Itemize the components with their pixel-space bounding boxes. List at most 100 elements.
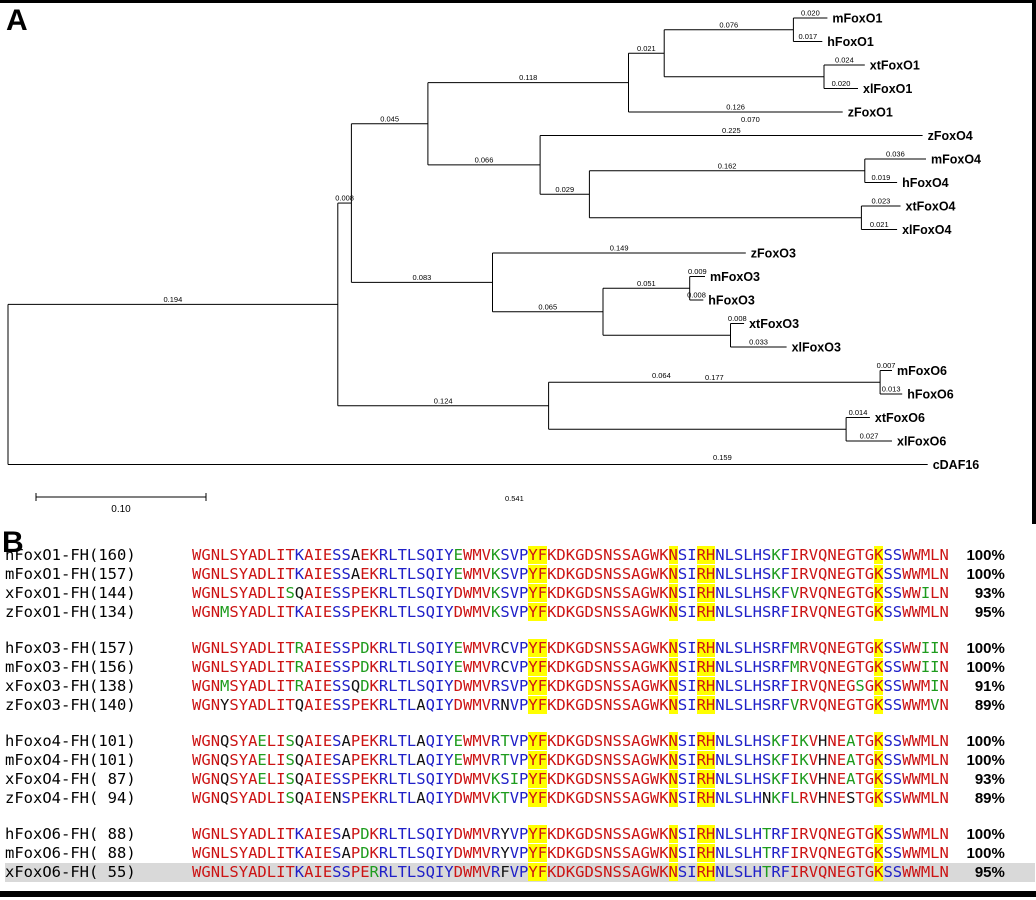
sequence: WGNMSYADLITKAIESSPEKRLTLSQIYDWMVKSVPYFKD… — [192, 603, 949, 621]
sequence: WGNLSYADLITKAIESSPERRLTLSQIYDWMVRFVPYFKD… — [192, 863, 949, 881]
taxon-label: xlFoxO1 — [863, 82, 912, 96]
alignment-row: xFoxO1-FH(144) WGNLSYADLISQAIESSPEKRLTLSQ… — [5, 584, 1035, 603]
sequence: WGNLSYADLISQAIESSPEKRLTLSQIYDWMVKSVPYFKD… — [192, 584, 949, 602]
branch-length-label: 0.118 — [519, 73, 537, 82]
sequence: WGNLSYADLITKAIESSAEKRLTLSQIYEWMVKSVPYFKD… — [192, 546, 949, 564]
taxon-label: xtFoxO1 — [870, 59, 920, 73]
taxon-label: mFoxO4 — [931, 153, 981, 167]
alignment-row: zFoxO4-FH( 94) WGNQSYADLISQAIENSPEKRLTLAQ… — [5, 789, 1035, 808]
sequence-label: xFoxO1-FH(144) — [5, 584, 136, 602]
branch-length-label: 0.019 — [872, 173, 891, 182]
sequence: WGNQSYADLISQAIENSPEKRLTLAQIYDWMVKTVPYFKD… — [192, 789, 949, 807]
branch-length-label: 0.027 — [860, 432, 879, 441]
taxon-label: xlFoxO3 — [792, 341, 841, 355]
branch-length-label: 0.020 — [801, 9, 820, 18]
branch-length-label: 0.023 — [872, 197, 891, 206]
branch-length-label: 0.008 — [335, 194, 354, 203]
alignment-row: mFoxO3-FH(156) WGNLSYADLITRAIESSPDKRLTLSQ… — [5, 658, 1035, 677]
branch-length-label: 0.066 — [475, 155, 494, 164]
branch-length-label: 0.162 — [718, 161, 737, 170]
branch-length-label: 0.029 — [555, 185, 574, 194]
panel-a-label: A — [6, 4, 28, 37]
branch-length-label: 0.194 — [164, 295, 183, 304]
sequence: WGNQSYAELISQAIESAPEKRLTLAQIYEWMVRTVPYFKD… — [192, 732, 949, 750]
branch-length-label: 0.024 — [835, 56, 854, 65]
sequence-label: zFoxO4-FH( 94) — [5, 789, 136, 807]
taxon-label: xtFoxO4 — [906, 200, 956, 214]
sequence-label: zFoxO3-FH(140) — [5, 696, 136, 714]
taxon-label: xlFoxO6 — [897, 435, 946, 449]
branch-length-label: 0.083 — [413, 273, 432, 282]
taxon-label: zFoxO3 — [751, 247, 796, 261]
branch-length-label: 0.033 — [749, 338, 768, 347]
alignment-group: hFoxO1-FH(160)WGNLSYADLITKAIESSAEKRLTLSQ… — [5, 546, 1035, 622]
identity-percent: 93% — [974, 771, 1005, 788]
branch-length-label: 0.541 — [505, 494, 524, 503]
panel-b-label: B — [2, 526, 24, 559]
taxon-label: mFoxO6 — [897, 364, 947, 378]
identity-percent: 100% — [966, 733, 1005, 750]
sequence-label: mFoxO3-FH(156) — [5, 658, 136, 676]
alignment-row: mFoxO6-FH( 88)WGNLSYADLITKAIESAPDKRLTLSQ… — [5, 844, 1035, 863]
alignment-row: zFoxO1-FH(134) WGNMSYADLITKAIESSPEKRLTLSQ… — [5, 603, 1035, 622]
bottom-border — [0, 891, 1036, 897]
sequence: WGNQSYAELISQAIESAPEKRLTLAQIYEWMVRTVPYFKD… — [192, 751, 949, 769]
alignment-row: mFoxO4-FH(101) WGNQSYAELISQAIESAPEKRLTLAQ… — [5, 751, 1035, 770]
alignment-row: zFoxO3-FH(140)WGNYSYADLITQAIESSPEKRLTLAQ… — [5, 696, 1035, 715]
sequence: WGNLSYADLITKAIESSAEKRLTLSQIYEWMVKSVPYFKD… — [192, 565, 949, 583]
alignment-row: hFoxO3-FH(157)WGNLSYADLITRAIESSPDKRLTLSQ… — [5, 639, 1035, 658]
sequence-label: mFoxO4-FH(101) — [5, 751, 136, 769]
sequence-label: hFoxO6-FH( 88) — [5, 825, 136, 843]
branch-length-label: 0.126 — [726, 103, 745, 112]
taxon-label: zFoxO4 — [928, 129, 973, 143]
taxon-label: hFoxO3 — [708, 294, 755, 308]
alignment-row: xFoxO3-FH(138)WGNMSYADLITRAIESSQDKRLTLSQ… — [5, 677, 1035, 696]
sequence: WGNLSYADLITKAIESAPDKRLTLSQIYDWMVRYVPYFKD… — [192, 844, 949, 862]
sequence: WGNLSYADLITRAIESSPDKRLTLSQIYEWMVRCVPYFKD… — [192, 658, 949, 676]
alignment-row: hFoxO6-FH( 88) WGNLSYADLITKAIESAPDKRLTLSQ… — [5, 825, 1035, 844]
branch-length-label: 0.149 — [610, 244, 629, 253]
alignment-row: mFoxO1-FH(157) WGNLSYADLITKAIESSAEKRLTLSQ… — [5, 565, 1035, 584]
taxon-label: hFoxO4 — [902, 176, 949, 190]
alignment-row: xFoxO4-FH( 87)WGNQSYAELISQAIESSPEKRLTLSQ… — [5, 770, 1035, 789]
sequence: WGNMSYADLITRAIESSQDKRLTLSQIYDWMVRSVPYFKD… — [192, 677, 949, 695]
branch-length-label: 0.021 — [870, 220, 889, 229]
alignment-row: hFoxO1-FH(160)WGNLSYADLITKAIESSAEKRLTLSQ… — [5, 546, 1035, 565]
sequence-label: mFoxO1-FH(157) — [5, 565, 136, 583]
branch-length-label: 0.124 — [434, 396, 453, 405]
taxon-label: xtFoxO3 — [749, 317, 799, 331]
branch-length-label: 0.017 — [798, 32, 817, 41]
taxon-label: zFoxO1 — [848, 106, 893, 120]
sequence-label: xFoxO4-FH( 87) — [5, 770, 136, 788]
branch-length-label: 0.159 — [713, 453, 732, 462]
taxon-label: xlFoxO4 — [902, 223, 951, 237]
identity-percent: 91% — [974, 678, 1005, 695]
taxon-label: hFoxO1 — [827, 35, 874, 49]
alignment: hFoxO1-FH(160)WGNLSYADLITKAIESSAEKRLTLSQ… — [5, 546, 1035, 882]
taxon-label: xtFoxO6 — [875, 411, 925, 425]
branch-length-label: 0.225 — [722, 126, 741, 135]
identity-percent: 95% — [974, 604, 1005, 621]
branch-length-label: 0.014 — [849, 408, 868, 417]
identity-percent: 100% — [966, 547, 1005, 564]
alignment-row: xFoxO6-FH( 55) WGNLSYADLITKAIESSPERRLTLSQ… — [5, 863, 1035, 882]
branch-length-label: 0.177 — [705, 373, 724, 382]
taxon-label: hFoxO6 — [907, 388, 954, 402]
sequence-label: zFoxO1-FH(134) — [5, 603, 136, 621]
alignment-group: hFoxo4-FH(101) WGNQSYAELISQAIESAPEKRLTLAQ… — [5, 732, 1035, 808]
branch-length-label: 0.009 — [688, 267, 707, 276]
taxon-label: mFoxO3 — [710, 270, 760, 284]
branch-length-label: 0.008 — [687, 291, 706, 300]
branch-length-label: 0.020 — [832, 79, 851, 88]
taxon-label: cDAF16 — [933, 458, 980, 472]
branch-length-label: 0.045 — [380, 114, 399, 123]
sequence-label: xFoxO6-FH( 55) — [5, 863, 136, 881]
sequence-label: hFoxO3-FH(157) — [5, 639, 136, 657]
sequence-label: hFoxo4-FH(101) — [5, 732, 136, 750]
branch-length-label: 0.013 — [882, 385, 901, 394]
branch-length-label: 0.007 — [877, 361, 896, 370]
branch-length-label: 0.051 — [637, 279, 656, 288]
sequence: WGNLSYADLITKAIESAPDKRLTLSQIYDWMVRYVPYFKD… — [192, 825, 949, 843]
identity-percent: 89% — [974, 790, 1005, 807]
